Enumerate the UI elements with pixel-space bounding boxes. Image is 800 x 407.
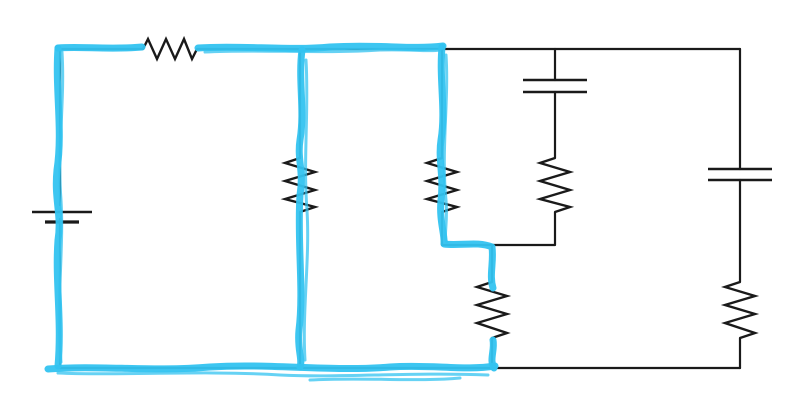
highlight-branch-1 <box>295 46 306 371</box>
highlight-path <box>44 42 499 382</box>
circuit-wires <box>58 47 742 370</box>
highlight-top-left <box>54 43 146 52</box>
resistor-middle-lower <box>472 280 512 340</box>
wire-branch-3 <box>490 47 557 247</box>
highlight-top-right <box>194 42 447 52</box>
capacitor-right <box>708 167 772 182</box>
resistor-top <box>141 35 199 62</box>
resistor-right <box>720 280 760 340</box>
highlight-bottom-rail <box>44 362 499 373</box>
resistor-branch-3 <box>535 156 575 214</box>
capacitor-upper <box>523 78 587 94</box>
highlight-branch-2 <box>436 43 497 292</box>
